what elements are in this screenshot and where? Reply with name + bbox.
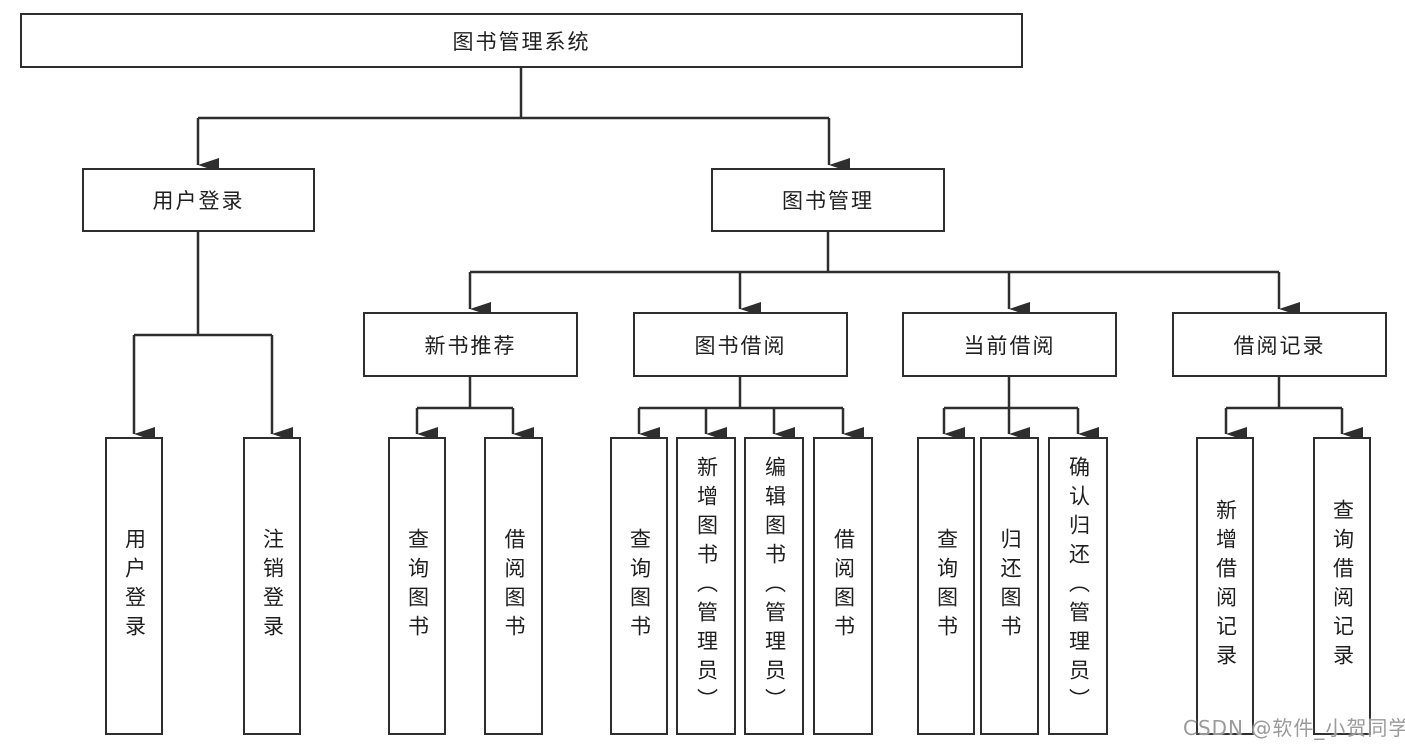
leaf-logout: 注销登录: [243, 437, 301, 735]
node-root: 图书管理系统: [20, 13, 1023, 68]
leaf-logout-label: 注销登录: [260, 528, 285, 644]
node-book-management: 图书管理: [711, 168, 945, 232]
leaf-user-login-label: 用户登录: [122, 528, 147, 644]
leaf-query-book-borrow-label: 查询图书: [627, 528, 652, 644]
leaf-return-book: 归还图书: [980, 437, 1039, 735]
leaf-user-login: 用户登录: [105, 437, 163, 735]
leaf-add-book-admin-label: 新增图书（管理员）: [694, 455, 719, 717]
leaf-query-book-borrow: 查询图书: [610, 437, 668, 735]
leaf-edit-book-admin: 编辑图书（管理员）: [744, 437, 804, 735]
leaf-query-book-current-label: 查询图书: [934, 528, 959, 644]
leaf-add-borrow-record: 新增借阅记录: [1196, 437, 1254, 735]
leaf-borrow-book-label: 借阅图书: [831, 528, 856, 644]
node-borrow-records: 借阅记录: [1172, 312, 1387, 377]
node-book-borrow: 图书借阅: [633, 312, 848, 377]
leaf-add-book-admin: 新增图书（管理员）: [676, 437, 736, 735]
leaf-edit-book-admin-label: 编辑图书（管理员）: [762, 455, 787, 717]
leaf-borrow-book-recommend-label: 借阅图书: [502, 528, 526, 644]
leaf-confirm-return-admin: 确认归还（管理员）: [1048, 437, 1108, 735]
leaf-query-book-recommend: 查询图书: [388, 437, 446, 735]
node-user-login: 用户登录: [82, 168, 315, 232]
leaf-return-book-label: 归还图书: [998, 528, 1022, 644]
leaf-add-borrow-record-label: 新增借阅记录: [1213, 499, 1238, 673]
node-new-book-recommend: 新书推荐: [363, 312, 578, 377]
leaf-query-borrow-record: 查询借阅记录: [1313, 437, 1371, 735]
leaf-confirm-return-admin-label: 确认归还（管理员）: [1066, 455, 1091, 717]
leaf-query-book-current: 查询图书: [917, 437, 975, 735]
leaf-borrow-book: 借阅图书: [813, 437, 873, 735]
node-current-borrow: 当前借阅: [902, 312, 1117, 377]
csdn-watermark: CSDN @软件_小贺同学: [1183, 716, 1405, 740]
leaf-borrow-book-recommend: 借阅图书: [484, 437, 543, 735]
leaf-query-borrow-record-label: 查询借阅记录: [1330, 499, 1355, 673]
leaf-query-book-recommend-label: 查询图书: [405, 528, 430, 644]
